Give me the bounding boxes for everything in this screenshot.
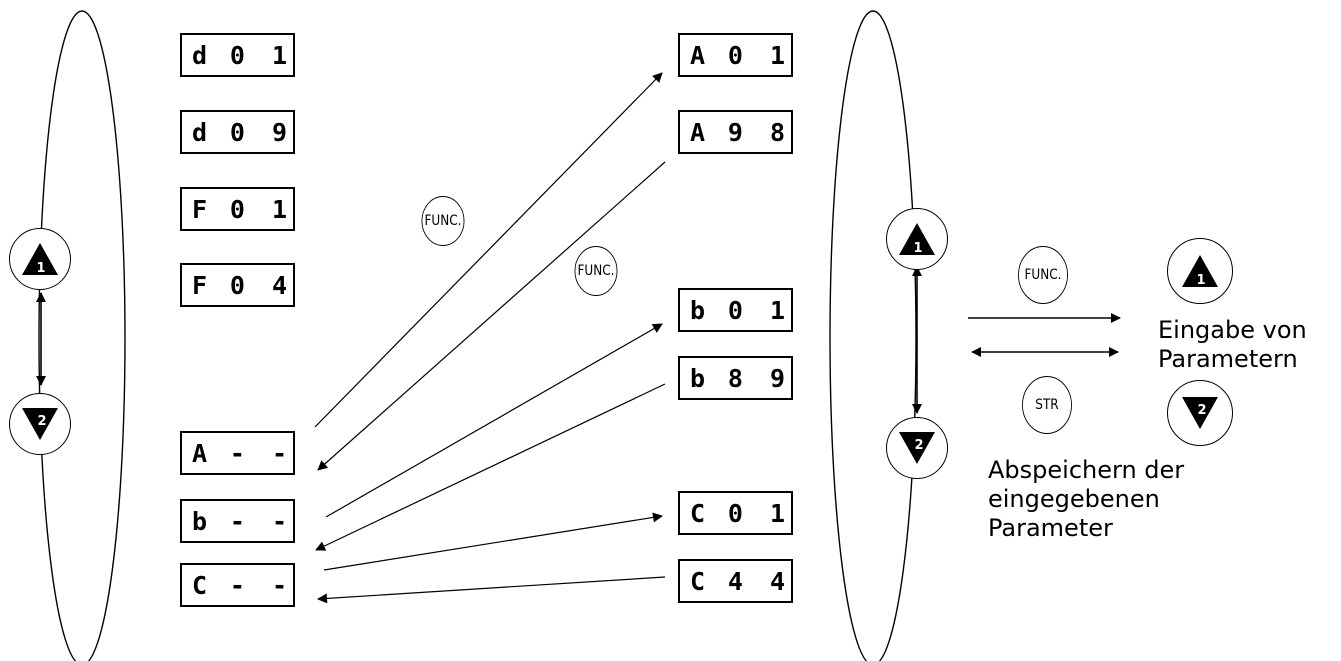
display-b89: b 8 9 [678,356,793,400]
caption-save-parameters: Abspeichern der eingegebenen Parameter [988,456,1185,542]
display-value: 0 1 [727,295,791,325]
display-d09: d 0 9 [180,110,295,154]
display-value: - - [229,570,293,600]
display-letter: F [192,194,212,224]
up-key-left[interactable]: 1 [9,228,71,290]
arrow-b89-to-b [315,383,666,551]
display-letter: C [690,566,710,596]
key-number: 2 [914,438,923,453]
display-c-group: C - - [180,563,295,607]
down-key-left[interactable]: 2 [9,393,71,455]
display-letter: A [690,40,710,70]
display-letter: C [690,498,710,528]
arrow-b-to-b01 [325,323,663,518]
display-value: 0 1 [229,194,293,224]
func-key-label: FUNC. [577,263,615,279]
display-letter: C [192,570,212,600]
arrow-c44-to-c [317,576,666,604]
display-value: 0 4 [229,270,293,300]
down-key-right[interactable]: 2 [886,417,948,479]
display-value: 0 9 [229,117,293,147]
display-value: - - [229,506,293,536]
display-letter: b [690,363,710,393]
func-key-b[interactable]: FUNC. [574,246,618,296]
display-f01: F 0 1 [180,187,295,231]
display-letter: A [690,117,710,147]
func-key-a[interactable]: FUNC. [421,196,465,246]
up-arrow-icon: 1 [1182,255,1218,288]
display-letter: b [192,506,212,536]
key-number: 2 [1197,403,1206,418]
display-c01: C 0 1 [678,491,793,535]
display-value: 9 8 [727,117,791,147]
up-key-right[interactable]: 1 [886,208,948,270]
display-letter: F [192,270,212,300]
display-b-group: b - - [180,499,295,543]
key-number: 1 [36,261,45,276]
func-key-label: FUNC. [1024,267,1062,283]
display-value: - - [229,438,293,468]
key-number: 1 [913,241,922,256]
key-number: 2 [37,414,46,429]
down-arrow-icon: 2 [22,408,58,440]
display-value: 0 1 [727,498,791,528]
display-letter: d [192,117,212,147]
str-key-label: STR [1035,397,1059,413]
up-arrow-icon: 1 [22,243,58,276]
up-arrow-icon: 1 [899,223,935,256]
func-key-legend[interactable]: FUNC. [1018,246,1068,304]
display-value: 4 4 [727,566,791,596]
down-arrow-icon: 2 [899,432,935,464]
display-c44: C 4 4 [678,559,793,603]
display-a-group: A - - [180,431,295,475]
display-b01: b 0 1 [678,288,793,332]
down-key-legend[interactable]: 2 [1167,380,1233,446]
down-arrow-icon: 2 [1182,397,1218,429]
display-value: 8 9 [727,363,791,393]
display-letter: d [192,40,212,70]
right-cycle-loop [829,10,917,661]
display-d01: d 0 1 [180,33,295,77]
up-key-legend[interactable]: 1 [1167,238,1233,304]
func-key-label: FUNC. [424,213,462,229]
display-a01: A 0 1 [678,33,793,77]
display-letter: A [192,438,212,468]
display-a98: A 9 8 [678,110,793,154]
key-number: 1 [1196,273,1205,288]
arrow-c-to-c01 [323,512,663,571]
display-value: 0 1 [229,40,293,70]
display-f04: F 0 4 [180,263,295,307]
left-cycle-loop [38,10,126,661]
display-value: 0 1 [727,40,791,70]
arrow-a-to-a01 [314,72,663,428]
str-key-legend[interactable]: STR [1022,376,1072,434]
arrow-a98-to-a [317,161,666,471]
display-letter: b [690,295,710,325]
caption-input-parameters: Eingabe von Parametern [1158,316,1307,373]
